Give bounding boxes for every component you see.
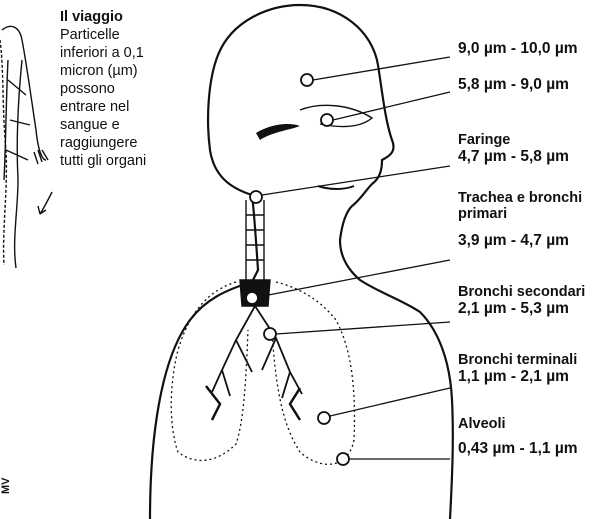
label-range: 0,43 µm - 1,1 µm [458,440,578,458]
eye [256,124,300,140]
label-nasal-cavity: 9,0 µm - 10,0 µm [458,40,578,58]
mouth [318,186,354,189]
label-trachea: Trachea e bronchi primari 3,9 µm - 4,7 µ… [458,190,601,250]
label-range: 1,1 µm - 2,1 µm [458,368,577,386]
label-name: Trachea e bronchi primari [458,190,601,222]
label-range: 3,9 µm - 4,7 µm [458,232,601,250]
marker-nasopharynx [321,114,333,126]
bronchi [206,306,302,420]
label-name: Bronchi secondari [458,284,585,300]
label-terminal-bronchi: Bronchi terminali 1,1 µm - 2,1 µm [458,352,577,386]
marker-terminal-bronchi [318,412,330,424]
label-alveoli: Alveoli 0,43 µm - 1,1 µm [458,416,578,458]
travel-note: Il viaggio Particelle inferiori a 0,1 mi… [60,8,180,170]
marker-nasal-cavity [301,74,313,86]
label-name: Alveoli [458,416,578,432]
label-nasopharynx: 5,8 µm - 9,0 µm [458,76,569,94]
label-range: 4,7 µm - 5,8 µm [458,148,569,166]
label-pharynx: Faringe 4,7 µm - 5,8 µm [458,132,569,166]
nasal-cavity [300,105,372,126]
marker-alveoli [337,453,349,465]
marker-trachea [246,292,258,304]
label-name: Faringe [458,132,569,148]
label-secondary-bronchi: Bronchi secondari 2,1 µm - 5,3 µm [458,284,585,318]
marker-secondary-bronchi [264,328,276,340]
label-range: 9,0 µm - 10,0 µm [458,40,578,58]
credit: MV [0,470,14,494]
body-figure [0,26,48,268]
label-range: 2,1 µm - 5,3 µm [458,300,585,318]
note-body: Particelle inferiori a 0,1 micron (µm) p… [60,26,180,170]
marker-pharynx [250,191,262,203]
label-range: 5,8 µm - 9,0 µm [458,76,569,94]
note-title: Il viaggio [60,8,180,26]
leader-lines [258,57,450,459]
note-arrow [38,192,52,214]
label-name: Bronchi terminali [458,352,577,368]
